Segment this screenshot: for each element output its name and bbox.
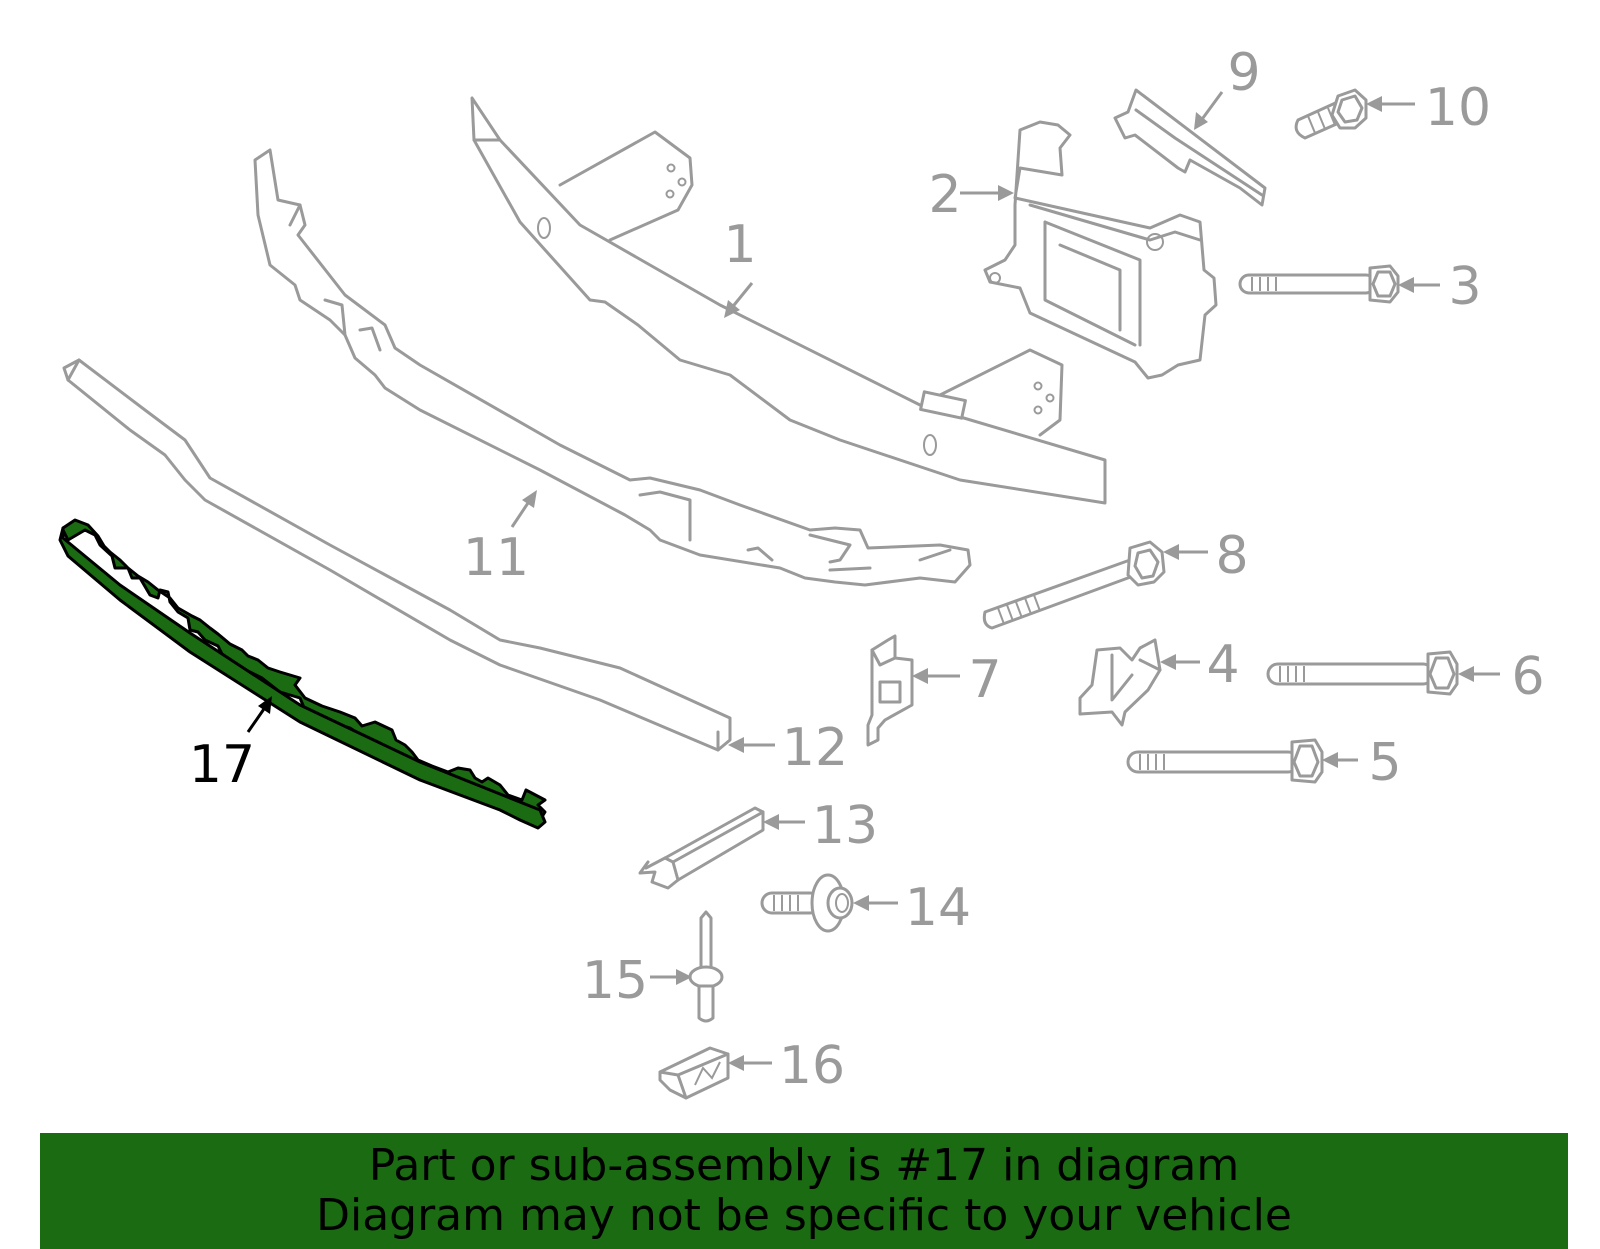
banner-line-disclaimer: Diagram may not be specific to your vehi… (316, 1190, 1292, 1241)
part-11-energy-absorber[interactable] (253, 148, 972, 587)
part-17-lower-absorber[interactable] (58, 518, 547, 830)
part-13-rail[interactable] (638, 806, 765, 890)
callout-4: 4 (1160, 635, 1240, 695)
callout-11: 11 (463, 490, 537, 588)
callout-14-label: 14 (905, 878, 971, 938)
part-9-bracket[interactable] (1113, 88, 1267, 207)
callout-7: 7 (912, 650, 1002, 710)
callout-8-label: 8 (1215, 526, 1248, 586)
banner-line-part: Part or sub-assembly is #17 in diagram (368, 1140, 1240, 1191)
part-16-clip[interactable] (658, 1046, 730, 1100)
part-8-bolt[interactable] (982, 540, 1166, 630)
part-3-bolt[interactable] (1238, 264, 1400, 304)
callout-10-label: 10 (1425, 78, 1491, 138)
callout-13: 13 (763, 796, 878, 856)
callout-9-label: 9 (1227, 43, 1260, 103)
callout-12: 12 (728, 718, 848, 778)
part-10-bolt[interactable] (1294, 88, 1368, 140)
callout-6: 6 (1458, 647, 1545, 707)
callout-8: 8 (1163, 526, 1249, 586)
callout-3: 3 (1398, 257, 1482, 317)
part-4-bracket[interactable] (1078, 638, 1162, 727)
callout-9: 9 (1194, 43, 1261, 130)
callout-16-label: 16 (779, 1036, 845, 1096)
callout-12-label: 12 (782, 718, 848, 778)
callout-13-label: 13 (812, 796, 878, 856)
parts-diagram: 1 2 3 4 5 6 7 8 9 10 (58, 43, 1545, 1100)
callout-17: 17 (189, 696, 272, 795)
callout-1-label: 1 (723, 215, 756, 275)
part-14-bolt[interactable] (760, 873, 854, 933)
callout-17-label: 17 (189, 735, 255, 795)
callout-4-label: 4 (1206, 635, 1239, 695)
callout-3-label: 3 (1448, 257, 1481, 317)
callout-10: 10 (1366, 78, 1491, 138)
callout-16: 16 (728, 1036, 845, 1096)
callout-11-label: 11 (463, 528, 529, 588)
part-5-bolt[interactable] (1126, 738, 1324, 784)
callout-1: 1 (723, 215, 757, 318)
callout-15: 15 (582, 951, 692, 1011)
callout-5: 5 (1322, 733, 1402, 793)
part-15-push-pin[interactable] (688, 910, 724, 1023)
callout-6-label: 6 (1511, 647, 1544, 707)
callout-14: 14 (853, 878, 971, 938)
callout-2: 2 (928, 165, 1014, 225)
callout-2-label: 2 (928, 165, 961, 225)
callout-5-label: 5 (1368, 733, 1401, 793)
part-6-bolt[interactable] (1266, 650, 1459, 696)
callout-15-label: 15 (582, 951, 648, 1011)
part-2-bumper-bracket[interactable] (983, 120, 1218, 380)
part-7-bracket[interactable] (866, 634, 914, 747)
part-12-lower-bar[interactable] (62, 358, 732, 752)
part-1-bumper-reinforcement[interactable] (470, 96, 1107, 505)
info-banner: Part or sub-assembly is #17 in diagram D… (40, 1133, 1568, 1249)
callout-7-label: 7 (968, 650, 1001, 710)
